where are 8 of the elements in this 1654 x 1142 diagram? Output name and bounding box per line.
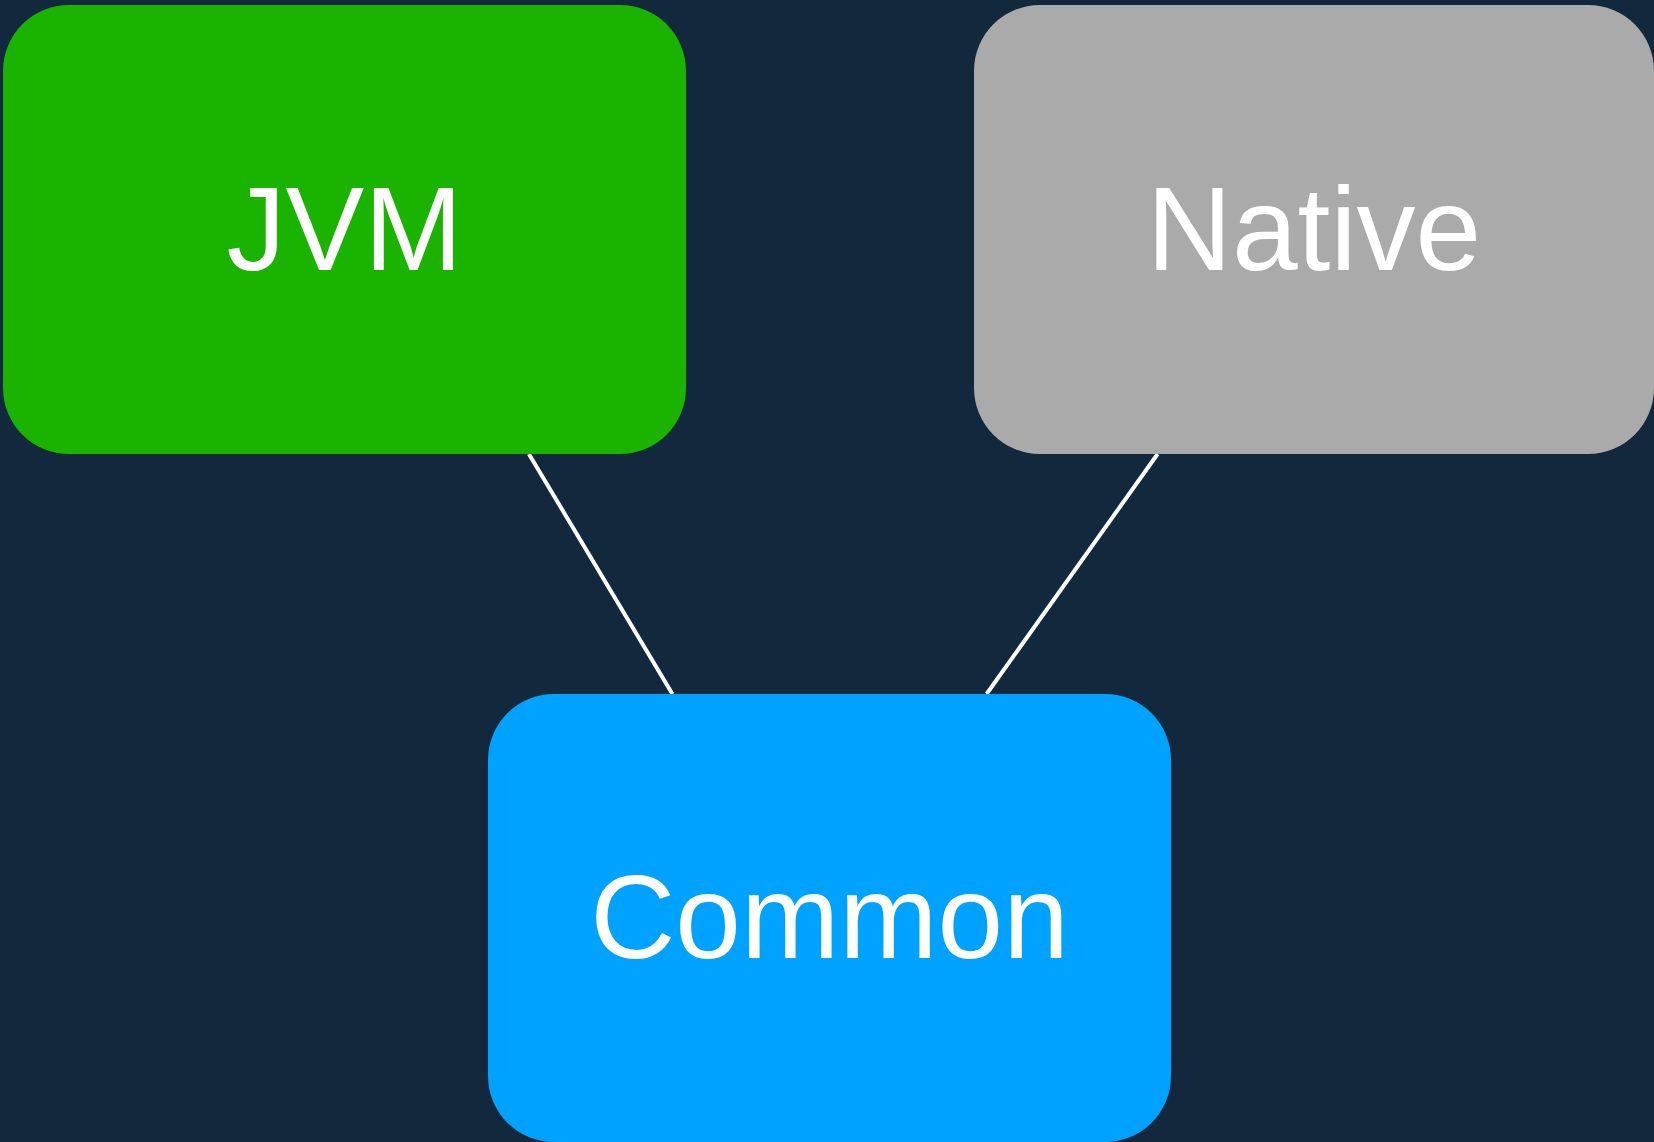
module-label: Common [590, 853, 1069, 983]
module-label: JVM [226, 164, 463, 295]
module-label: Native [1146, 164, 1482, 295]
module-box [488, 694, 1171, 1142]
connector-line [984, 452, 1160, 696]
module-box [3, 5, 686, 454]
module-box [974, 5, 1654, 454]
connector-line [527, 452, 675, 696]
